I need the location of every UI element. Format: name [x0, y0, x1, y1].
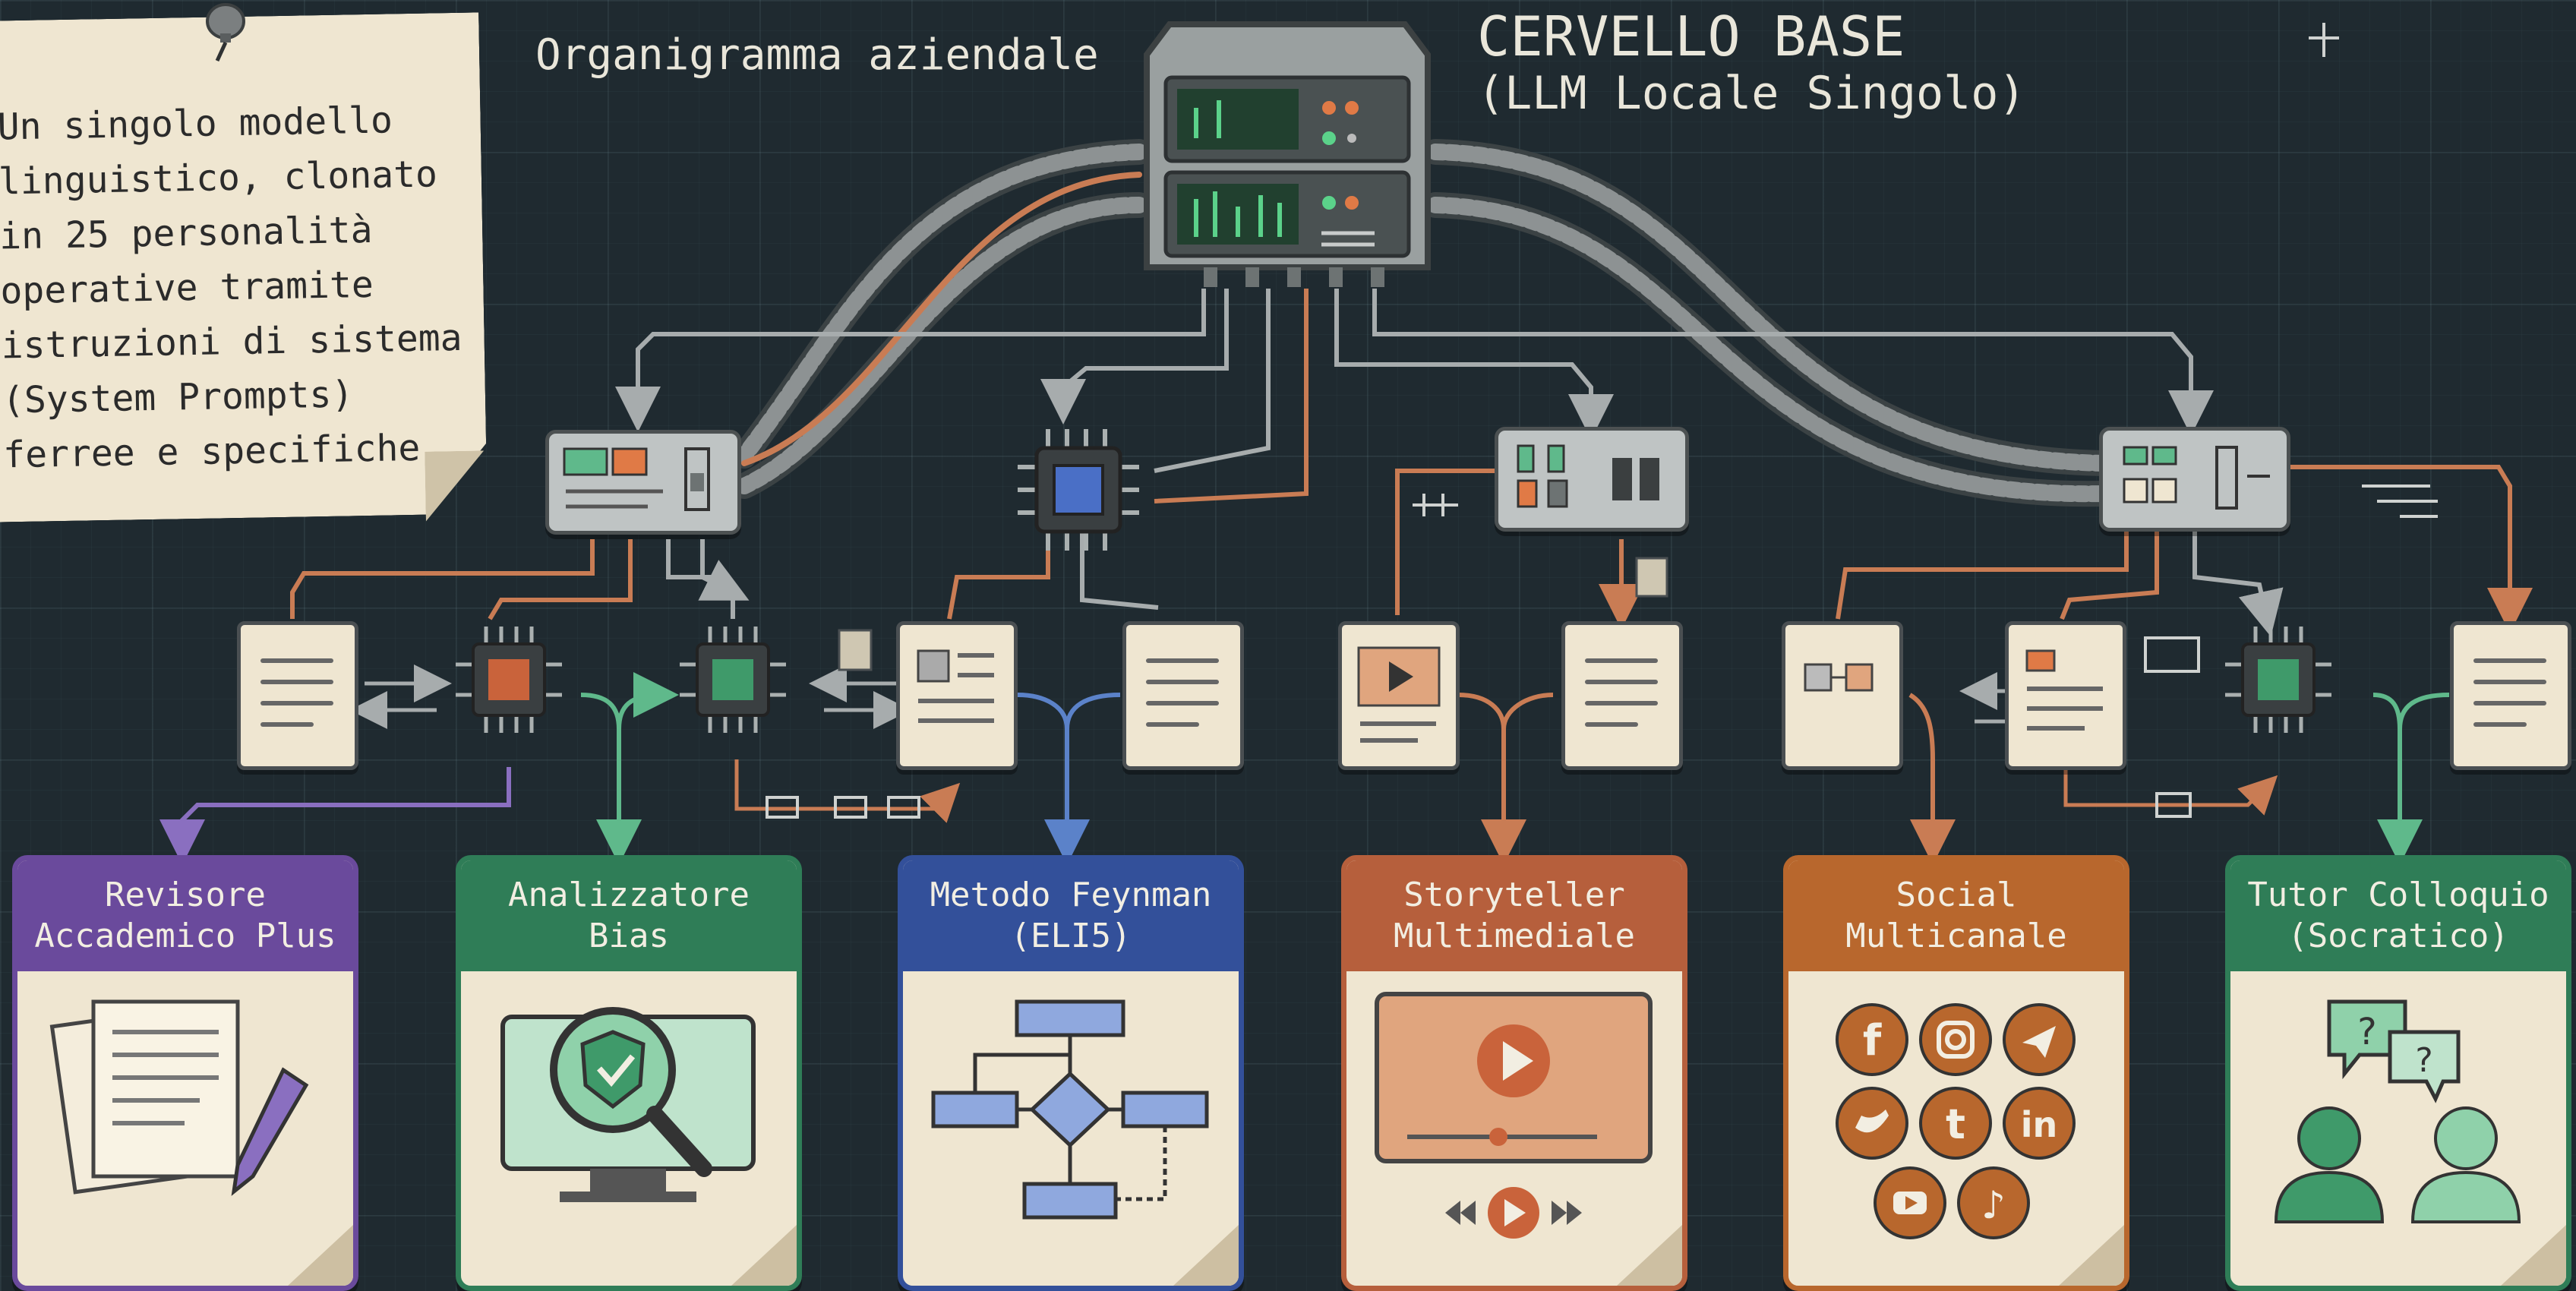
documents-pen-icon: [49, 999, 309, 1196]
card-title: Analizzatore Bias: [461, 860, 797, 971]
explanation-note: Un singolo modello linguistico, clonato …: [0, 12, 488, 522]
document-blocks-icon: [1782, 621, 1903, 770]
chip-icon-blue: [1010, 421, 1147, 558]
note-text: Un singolo modello linguistico, clonato …: [0, 99, 463, 477]
svg-text:in: in: [2021, 1104, 2058, 1145]
brain-title: CERVELLO BASE: [1477, 5, 1905, 68]
connection-wires: [159, 23, 2533, 865]
hub-box-center: [1495, 427, 1689, 532]
chat-question-icon: ? ?: [2274, 999, 2521, 1223]
document-icon-5: [2450, 621, 2571, 770]
brain-subtitle: (LLM Locale Singolo): [1477, 67, 2026, 120]
flowchart-icon: [931, 999, 1209, 1220]
server-icon: [1144, 21, 1431, 287]
card-title: Revisore Accademico Plus: [17, 860, 353, 971]
document-icon-2: [1122, 621, 1244, 770]
card-analizzatore-bias: Analizzatore Bias: [456, 855, 802, 1291]
card-title: Storyteller Multimediale: [1346, 860, 1682, 971]
video-player-icon: [1375, 992, 1653, 1239]
card-revisore-accademico: Revisore Accademico Plus: [12, 855, 358, 1291]
document-video-icon: [1338, 621, 1460, 770]
brain-title-block: CERVELLO BASE (LLM Locale Singolo): [1477, 5, 2025, 118]
org-chart-title: Organigramma aziendale: [535, 30, 1099, 80]
card-storyteller-multimediale: Storyteller Multimediale: [1341, 855, 1687, 1291]
card-tutor-colloquio: Tutor Colloquio (Socratico) ? ?: [2225, 855, 2571, 1291]
card-metodo-feynman: Metodo Feynman (ELI5): [898, 855, 1244, 1291]
social-media-icons: f t in ♪: [1836, 1003, 2076, 1239]
hub-box-left: [545, 430, 741, 535]
svg-text:f: f: [1863, 1016, 1882, 1065]
document-icon-4: [2005, 621, 2126, 770]
card-title: Metodo Feynman (ELI5): [903, 860, 1239, 971]
pushpin-icon: [206, 3, 245, 62]
chip-icon-green: [676, 623, 790, 737]
svg-text:?: ?: [2415, 1041, 2432, 1080]
svg-text:t: t: [1946, 1100, 1965, 1148]
svg-text:?: ?: [2357, 1011, 2376, 1053]
document-image-icon: [896, 621, 1018, 770]
magnifier-shield-icon: [500, 1007, 756, 1202]
svg-text:♪: ♪: [1981, 1183, 2006, 1227]
card-title: Social Multicanale: [1788, 860, 2124, 971]
chip-icon-orange: [452, 623, 566, 737]
chip-icon-green-right: [2221, 623, 2335, 737]
document-icon-3: [1561, 621, 1683, 770]
card-title: Tutor Colloquio (Socratico): [2230, 860, 2566, 971]
hub-box-right: [2099, 427, 2290, 532]
card-social-multicanale: Social Multicanale f t in ♪: [1783, 855, 2129, 1291]
document-icon-1: [237, 621, 358, 770]
